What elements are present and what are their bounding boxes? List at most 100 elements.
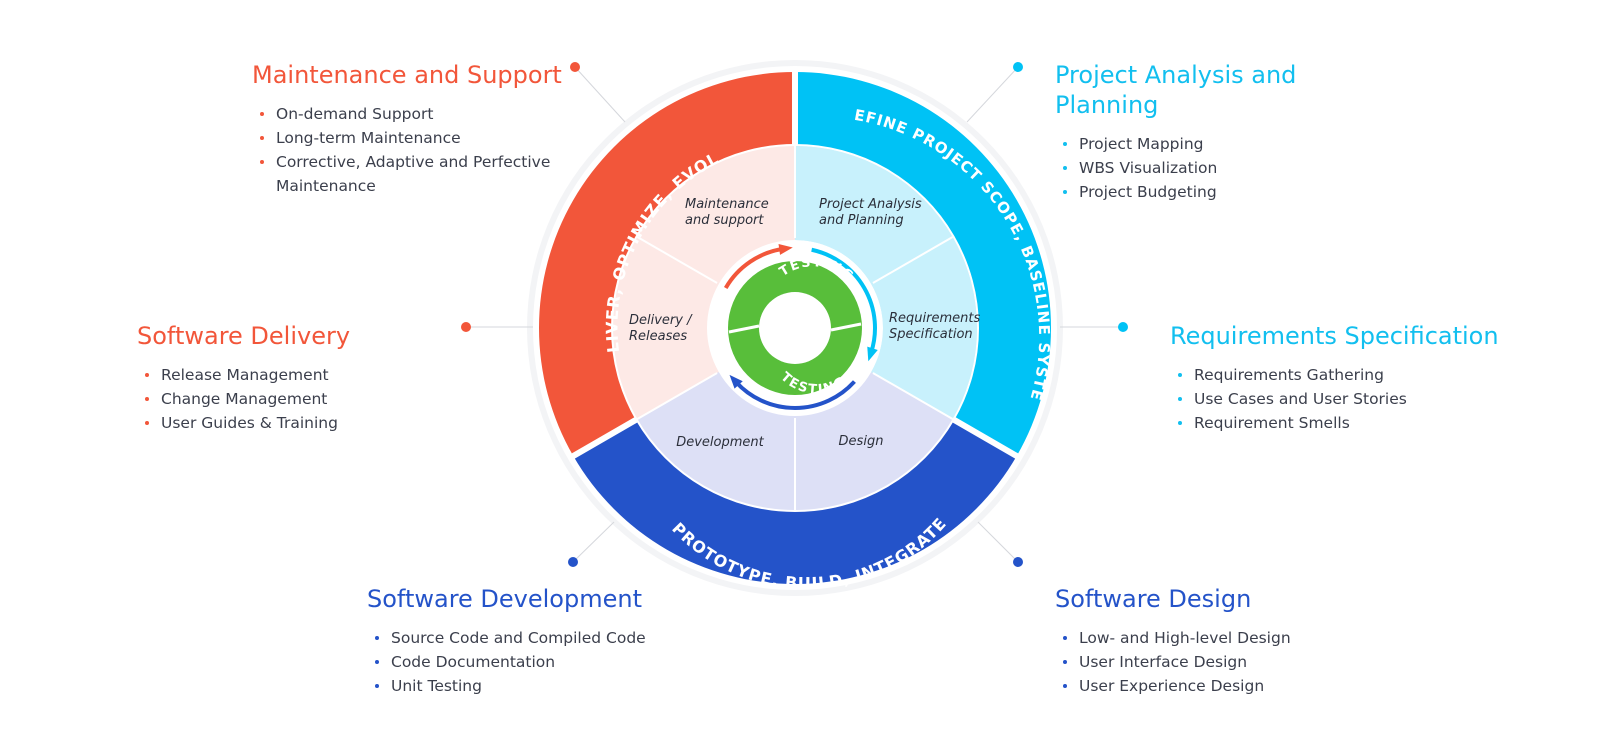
cycle-arrow-blue-head — [729, 374, 743, 389]
list-item: Use Cases and User Stories — [1170, 387, 1590, 411]
inner-label-requirements-line: Specification — [889, 327, 973, 342]
inner-label-design-line: Design — [839, 434, 884, 449]
list-item-label: Requirement Smells — [1194, 414, 1350, 432]
testing-ring-hole — [759, 292, 831, 364]
cycle-arrow-blue — [734, 380, 856, 410]
list-item: Change Management — [137, 387, 437, 411]
bullet-icon — [260, 160, 264, 164]
bullet-icon — [1063, 684, 1067, 688]
inner-label-requirements-line: Requirements — [889, 311, 980, 326]
maintenance-list: On-demand Support Long-term Maintenance … — [252, 102, 582, 198]
list-item: User Guides & Training — [137, 411, 437, 435]
testing-ring-break-left — [728, 324, 760, 334]
bullet-icon — [1063, 660, 1067, 664]
planning-title: Project Analysis and Planning — [1055, 61, 1297, 119]
inner-label-delivery-line: Releases — [629, 329, 687, 344]
list-item: Project Mapping — [1055, 132, 1385, 156]
list-item-label: Project Mapping — [1079, 135, 1204, 153]
bullet-icon — [145, 397, 149, 401]
list-item: Requirements Gathering — [1170, 363, 1590, 387]
cycle-arrow-cyan — [811, 247, 877, 354]
bullet-icon — [145, 373, 149, 377]
list-item-label: User Experience Design — [1079, 677, 1265, 695]
bullet-icon — [1063, 190, 1067, 194]
list-item: Unit Testing — [367, 674, 697, 698]
requirements-block: Requirements Specification Requirements … — [1170, 321, 1590, 435]
cycle-arrow-orange-head — [778, 243, 793, 255]
bullet-icon — [375, 684, 379, 688]
bullet-icon — [260, 136, 264, 140]
sector-divider-2 — [872, 372, 954, 420]
cycle-arrow-orange — [723, 246, 785, 290]
bullet-icon — [1063, 142, 1067, 146]
list-item-label: Change Management — [161, 390, 328, 408]
inner-label-maintenance-line: and support — [685, 213, 764, 228]
list-item: Long-term Maintenance — [252, 126, 582, 150]
list-item: User Interface Design — [1055, 650, 1385, 674]
design-list: Low- and High-level Design User Interfac… — [1055, 626, 1385, 698]
bullet-icon — [375, 636, 379, 640]
bullet-icon — [1178, 373, 1182, 377]
bullet-icon — [260, 112, 264, 116]
maintenance-connector-dot — [570, 62, 580, 72]
inner-label-development-line: Development — [676, 435, 764, 450]
list-item-label: Long-term Maintenance — [276, 129, 461, 147]
list-item: Source Code and Compiled Code — [367, 626, 697, 650]
list-item-label: Project Budgeting — [1079, 183, 1217, 201]
inner-label-planning-line: Project Analysis — [819, 197, 922, 212]
sector-divider-4 — [636, 372, 718, 420]
list-item-label: Requirements Gathering — [1194, 366, 1384, 384]
list-item: User Experience Design — [1055, 674, 1385, 698]
band-blue — [573, 420, 1017, 584]
inner-label-development: Development — [676, 435, 764, 450]
requirements-connector-dot — [1118, 322, 1128, 332]
inner-label-planning-line: and Planning — [819, 213, 904, 228]
sector-delivery-maintenance — [612, 145, 795, 419]
list-item: WBS Visualization — [1055, 156, 1385, 180]
list-item-label: Release Management — [161, 366, 329, 384]
delivery-block: Software Delivery Release Management Cha… — [137, 321, 437, 435]
band-orange — [539, 72, 795, 456]
development-connector-line — [572, 521, 615, 563]
maintenance-connector-line — [574, 66, 626, 123]
inner-label-design: Design — [839, 434, 884, 449]
list-item-label: Corrective, Adaptive and Perfective Main… — [276, 153, 551, 195]
delivery-title: Software Delivery — [137, 322, 351, 350]
development-title: Software Development — [367, 585, 642, 613]
sector-divider-1 — [872, 236, 954, 284]
band-cyan — [795, 72, 1051, 456]
list-item-label: Use Cases and User Stories — [1194, 390, 1407, 408]
list-item: Requirement Smells — [1170, 411, 1590, 435]
bullet-icon — [1063, 166, 1067, 170]
list-item-label: Code Documentation — [391, 653, 556, 671]
list-item: Code Documentation — [367, 650, 697, 674]
sector-planning-requirements-fill — [795, 146, 978, 419]
list-item: Project Budgeting — [1055, 180, 1385, 204]
planning-connector-dot — [1013, 62, 1023, 72]
planning-connector-line — [966, 66, 1019, 123]
list-item: Release Management — [137, 363, 437, 387]
list-item-label: Low- and High-level Design — [1079, 629, 1291, 647]
list-item-label: User Guides & Training — [161, 414, 338, 432]
list-item-label: WBS Visualization — [1079, 159, 1218, 177]
band-gap-1 — [951, 416, 1020, 460]
inner-label-delivery: Delivery /Releases — [629, 313, 693, 344]
development-block: Software Development Source Code and Com… — [367, 584, 697, 698]
bullet-icon — [375, 660, 379, 664]
development-list: Source Code and Compiled Code Code Docum… — [367, 626, 697, 698]
bullet-icon — [1063, 636, 1067, 640]
list-item-label: Unit Testing — [391, 677, 482, 695]
sector-divider-5 — [636, 236, 718, 284]
list-item: On-demand Support — [252, 102, 582, 126]
cycle-arrow-cyan-head — [867, 346, 878, 362]
design-connector-line — [977, 521, 1019, 563]
development-connector-dot — [568, 557, 578, 567]
list-item: Low- and High-level Design — [1055, 626, 1385, 650]
list-item-label: User Interface Design — [1079, 653, 1248, 671]
maintenance-title: Maintenance and Support — [252, 61, 562, 89]
